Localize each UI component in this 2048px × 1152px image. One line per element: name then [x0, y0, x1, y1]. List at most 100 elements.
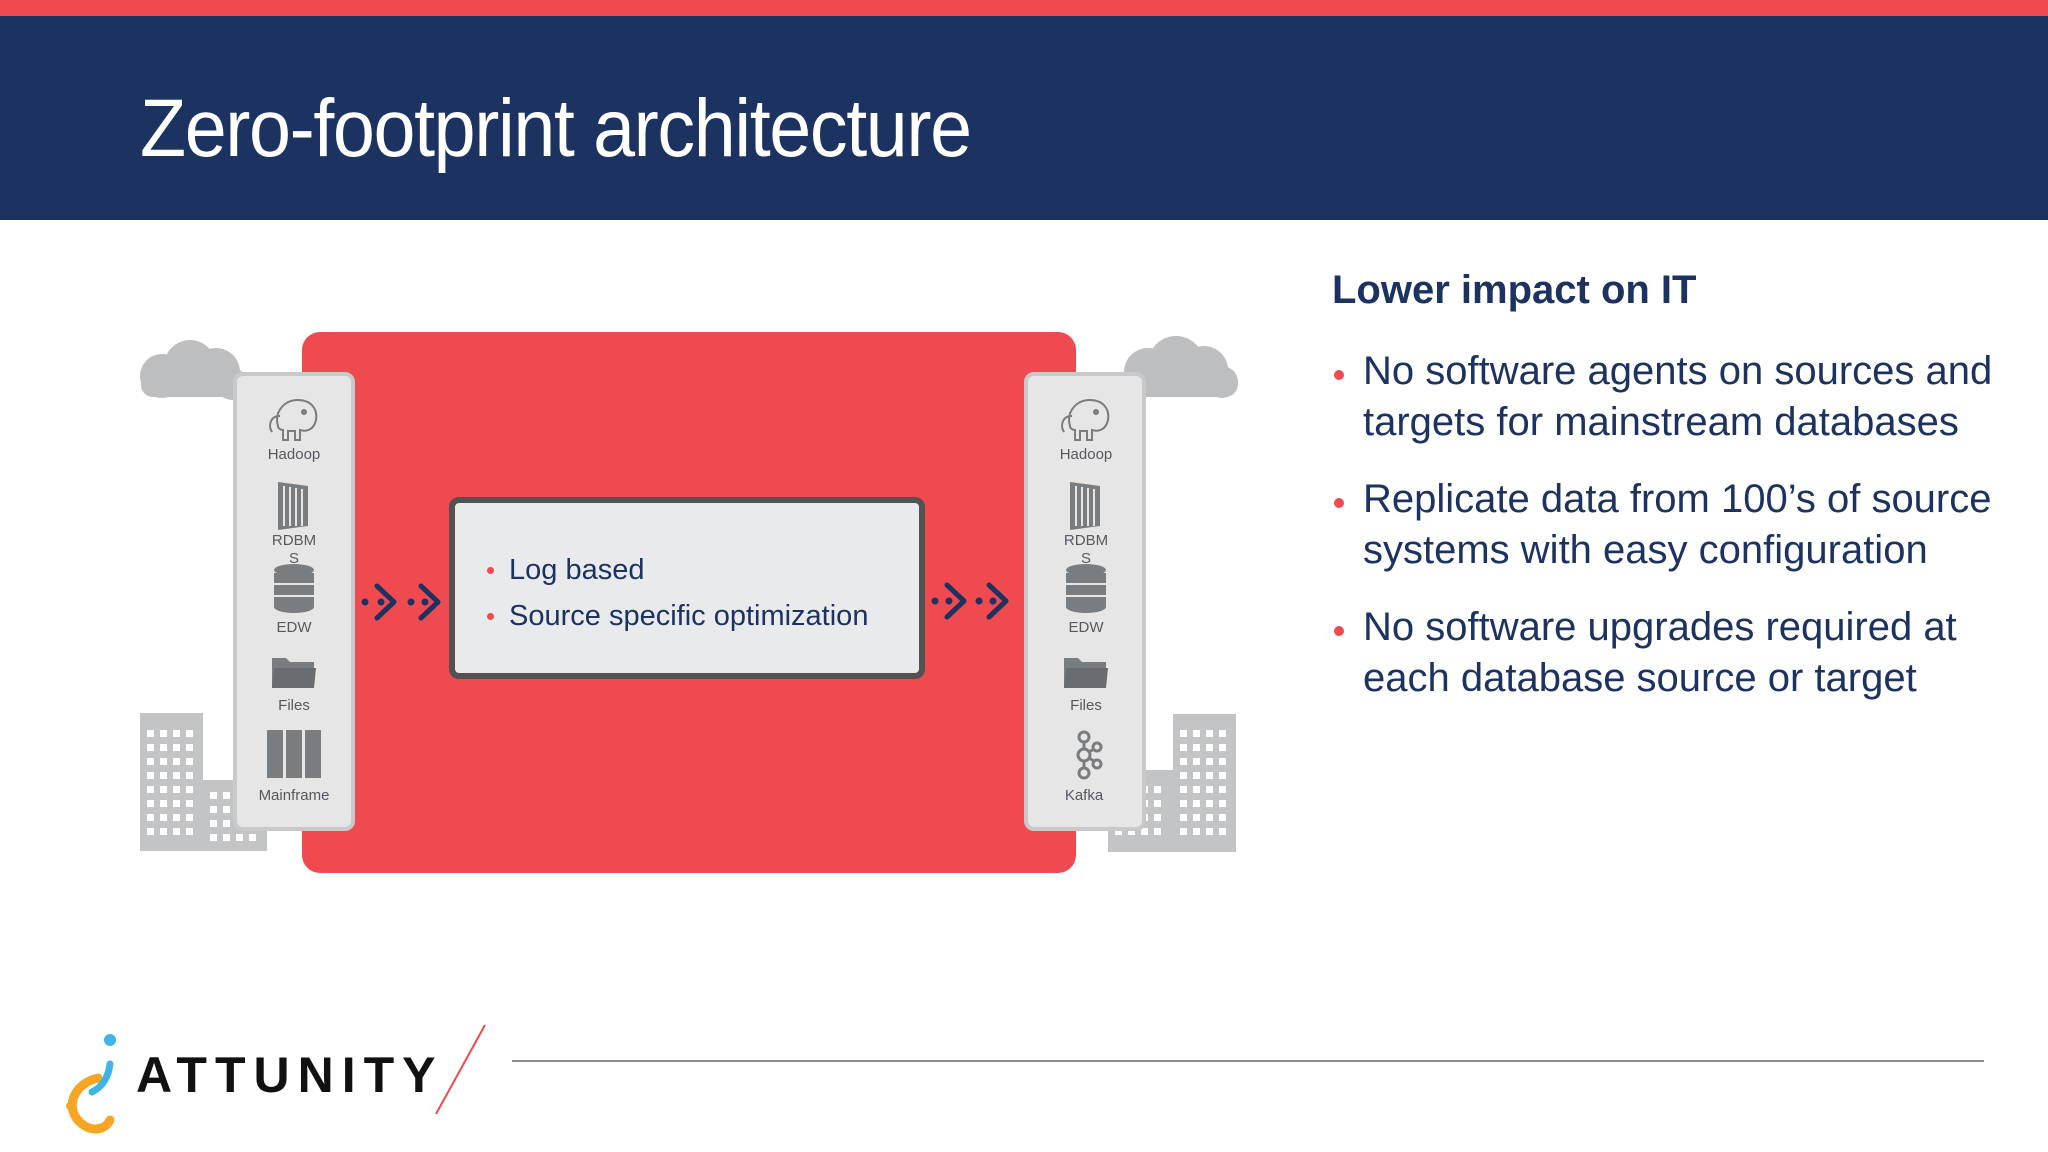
bullet-dot: [1334, 626, 1344, 636]
building-window: [1219, 744, 1226, 751]
building-window: [1115, 828, 1122, 835]
building-window: [186, 730, 193, 737]
target-label-files: Files: [1070, 697, 1102, 714]
attunity-logo-icon: [66, 1034, 116, 1134]
benefit-item: No software agents on sources and target…: [1332, 346, 2012, 448]
building-window: [173, 800, 180, 807]
top-accent-stripe: [0, 0, 2048, 16]
building-window: [160, 800, 167, 807]
building-window: [1180, 800, 1187, 807]
building-window: [1193, 744, 1200, 751]
building-window: [147, 744, 154, 751]
building-window: [160, 730, 167, 737]
building-window: [173, 730, 180, 737]
building-window: [160, 786, 167, 793]
benefits-heading: Lower impact on IT: [1332, 268, 1697, 312]
target-label-hadoop: Hadoop: [1059, 446, 1113, 463]
building-window: [1219, 758, 1226, 765]
building-window: [1206, 772, 1213, 779]
building-window: [173, 828, 180, 835]
building-window: [1180, 786, 1187, 793]
building-window: [147, 758, 154, 765]
building-window: [147, 772, 154, 779]
source-label-files: Files: [278, 697, 310, 714]
brand-wordmark: ATTUNITY: [136, 1047, 444, 1103]
target-label-edw: EDW: [1068, 619, 1104, 636]
building-window: [147, 800, 154, 807]
building-window: [1193, 758, 1200, 765]
building-window: [210, 834, 217, 841]
building-window: [223, 820, 230, 827]
process-feature-item: Source specific optimization: [487, 593, 868, 639]
elephant-icon: [1061, 398, 1110, 441]
building-window: [1219, 800, 1226, 807]
database-cylinder-icon: [274, 564, 314, 613]
building-window: [1206, 800, 1213, 807]
source-label-edw: EDW: [276, 619, 312, 636]
building-window: [1219, 786, 1226, 793]
bullet-dot: [1334, 498, 1344, 508]
building-window: [1206, 814, 1213, 821]
process-feature-list: Log based Source specific optimization: [487, 547, 868, 639]
bullet-dot: [487, 567, 494, 574]
building-window: [236, 834, 243, 841]
bullet-dot: [1334, 370, 1344, 380]
footer-divider: [512, 1060, 1984, 1062]
database-rack-icon: [1070, 482, 1100, 530]
building-window: [1193, 814, 1200, 821]
source-label-hadoop: Hadoop: [267, 446, 321, 463]
building-window: [1154, 828, 1161, 835]
building-window: [249, 834, 256, 841]
building-window: [1193, 828, 1200, 835]
building-window: [160, 814, 167, 821]
building-window: [1128, 828, 1135, 835]
kafka-icon: [1076, 730, 1103, 780]
database-cylinder-icon: [1066, 564, 1106, 613]
mainframe-icon: [267, 730, 321, 778]
building-window: [1193, 800, 1200, 807]
building-window: [186, 800, 193, 807]
building-window: [147, 814, 154, 821]
building-window: [210, 820, 217, 827]
building-window: [147, 828, 154, 835]
benefit-item: No software upgrades required at each da…: [1332, 602, 2012, 704]
bullet-dot: [487, 613, 494, 620]
process-feature-item: Log based: [487, 547, 868, 593]
building-window: [1180, 730, 1187, 737]
benefits-list: No software agents on sources and target…: [1332, 346, 2012, 730]
building-window: [1154, 800, 1161, 807]
slide-title: Zero-footprint architecture: [140, 83, 972, 174]
building-window: [1180, 758, 1187, 765]
building-window: [1180, 744, 1187, 751]
building-window: [1219, 814, 1226, 821]
building-window: [223, 806, 230, 813]
cloud-icon-right: [1124, 336, 1238, 398]
building-window: [186, 814, 193, 821]
building-window: [173, 772, 180, 779]
source-label-rdbms: RDBM S: [271, 532, 317, 567]
flow-arrow-right: [931, 582, 1009, 620]
brand-slash: [435, 1024, 486, 1115]
elephant-icon: [269, 398, 318, 441]
building-window: [173, 744, 180, 751]
cloud-icon-left: [140, 340, 248, 400]
building-window: [1206, 744, 1213, 751]
folder-icon: [272, 658, 316, 688]
building-window: [173, 758, 180, 765]
replication-process-box: Log based Source specific optimization: [449, 497, 925, 679]
building-window: [1219, 772, 1226, 779]
building-window: [147, 730, 154, 737]
building-window: [1193, 772, 1200, 779]
building-window: [210, 792, 217, 799]
building-window: [173, 814, 180, 821]
building-window: [160, 744, 167, 751]
building-window: [1193, 786, 1200, 793]
database-rack-icon: [278, 482, 308, 530]
building-window: [160, 828, 167, 835]
building-window: [1154, 786, 1161, 793]
building-window: [1206, 828, 1213, 835]
building-window: [160, 772, 167, 779]
building-window: [210, 806, 217, 813]
building-window: [1180, 814, 1187, 821]
benefit-item: Replicate data from 100’s of source syst…: [1332, 474, 2012, 576]
